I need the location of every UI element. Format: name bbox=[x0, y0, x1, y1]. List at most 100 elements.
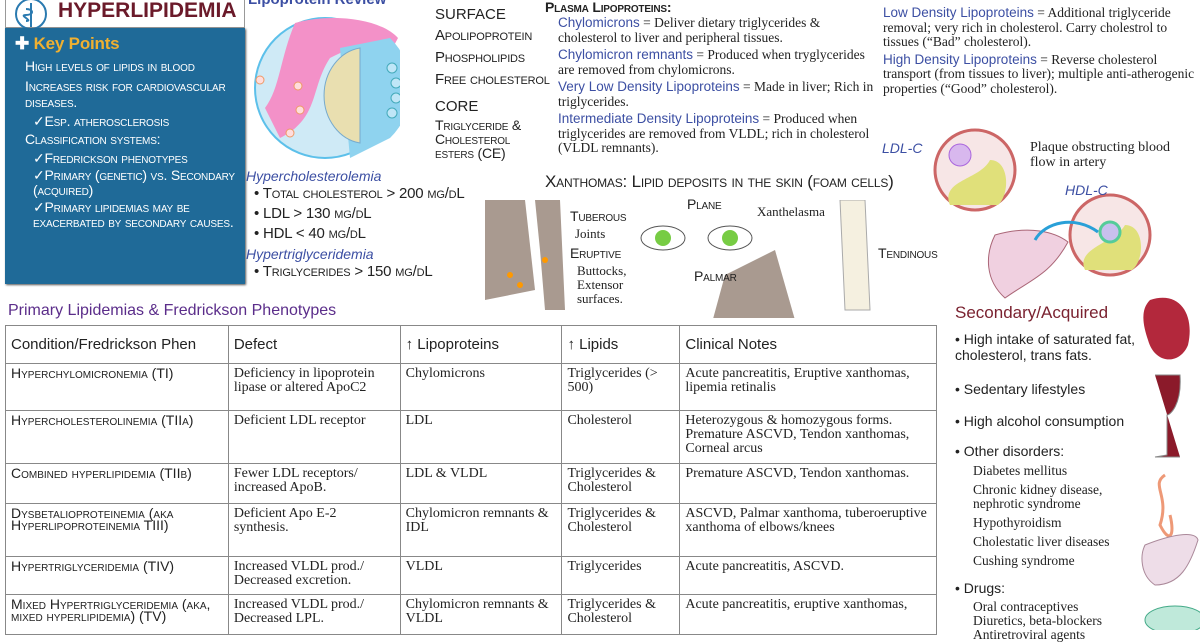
xanthomas-title: Xanthomas: Lipid deposits in the skin (f… bbox=[545, 172, 894, 191]
defect-cell: Deficient LDL receptor bbox=[227, 410, 401, 464]
lipids-cell: Cholesterol bbox=[561, 410, 681, 464]
drug: Antiretroviral agents bbox=[973, 627, 1086, 642]
wine-glass-icon bbox=[1154, 374, 1181, 458]
lipoproteins-cell: LDL & VLDL bbox=[399, 463, 563, 504]
criteria-item: • Triglycerides > 150 mg/dL bbox=[254, 263, 433, 280]
clinical-notes-cell: Acute pancreatitis, ASCVD. bbox=[679, 556, 937, 595]
hyperchol-title: Hypercholesterolemia bbox=[246, 168, 382, 184]
xanthoma-illustrations bbox=[485, 200, 871, 318]
table-row: Hypertriglyceridemia (TIV)Increased VLDL… bbox=[5, 556, 937, 595]
lipoproteins-cell: Chylomicrons bbox=[399, 363, 563, 411]
fredrickson-table: Condition/Fredrickson Phen Defect ↑ Lipo… bbox=[5, 325, 937, 635]
artery-illustration bbox=[933, 128, 1152, 299]
plasma-item: Chylomicrons = Deliver dietary triglycer… bbox=[558, 15, 821, 45]
label-surface: SURFACE bbox=[435, 6, 506, 23]
plasma-item: High Density Lipoproteins = Reverse chol… bbox=[883, 51, 1195, 96]
clinical-notes-cell: Heterozygous & homozygous forms. Prematu… bbox=[679, 410, 937, 464]
plasma-item: Chylomicron remnants = Produced when try… bbox=[558, 47, 865, 77]
ldl-c-label: LDL-C bbox=[882, 140, 923, 156]
secondary-causes: Secondary/Acquired • High intake of satu… bbox=[955, 303, 1200, 642]
drug: Oral contraceptives bbox=[973, 599, 1079, 614]
lipoproteins-cell: LDL bbox=[399, 410, 563, 464]
secondary-icons bbox=[1141, 297, 1200, 630]
table-row: Mixed Hypertriglyceridemia (aka, mixed h… bbox=[5, 594, 937, 635]
key-subpoint: ✓Fredrickson phenotypes bbox=[33, 150, 188, 166]
tendinous-label: Tendinous bbox=[878, 245, 938, 261]
other-disorder: Chronic kidney disease, nephrotic syndro… bbox=[973, 482, 1103, 511]
clinical-notes-cell: Acute pancreatitis, eruptive xanthomas, bbox=[679, 594, 937, 635]
condition-cell: Hypercholesterolinemia (TIIa) bbox=[5, 410, 229, 464]
key-point: High levels of lipids in blood bbox=[25, 58, 195, 74]
secondary-title: Secondary/Acquired bbox=[955, 303, 1109, 322]
lipoproteins-cell: Chylomicron remnants & VLDL bbox=[399, 594, 563, 635]
table-row: Dysbetalioproteinemia (aka Hyperlipoprot… bbox=[5, 503, 937, 557]
secondary-item: • Sedentary lifestyles bbox=[955, 381, 1086, 397]
lipoprotein-diagram bbox=[254, 17, 400, 159]
secondary-item: • High alcohol consumption bbox=[955, 413, 1125, 429]
secondary-item: • Drugs: bbox=[955, 580, 1006, 596]
other-disorder: Diabetes mellitus bbox=[973, 463, 1068, 478]
key-point: Increases risk for cardiovascular diseas… bbox=[25, 78, 226, 110]
eruptive-label: Eruptive bbox=[570, 245, 622, 261]
table-row: Combined hyperlipidemia (TIIb)Fewer LDL … bbox=[5, 463, 937, 504]
defect-cell: Increased VLDL prod./ Decreased LPL. bbox=[227, 594, 401, 635]
condition-cell: Hypertriglyceridemia (TIV) bbox=[5, 556, 229, 595]
tuberous-location: Joints bbox=[575, 226, 606, 241]
condition-cell: Hyperchylomicronemia (TI) bbox=[5, 363, 229, 411]
defect-cell: Increased VLDL prod./ Decreased excretio… bbox=[227, 556, 401, 595]
table-title: Primary Lipidemias & Fredrickson Phenoty… bbox=[8, 302, 337, 319]
condition-cell: Mixed Hypertriglyceridemia (aka, mixed h… bbox=[5, 594, 229, 635]
lipoproteins-cell: Chylomicron remnants & IDL bbox=[399, 503, 563, 557]
plasma-title: Plasma Lipoproteins: bbox=[545, 0, 672, 15]
plasma-item: Intermediate Density Lipoproteins = Prod… bbox=[558, 111, 870, 155]
table-row: Hypercholesterolinemia (TIIa)Deficient L… bbox=[5, 410, 937, 464]
label-core-desc: Triglyceride & Cholesterol esters (CE) bbox=[435, 117, 522, 161]
liver-icon bbox=[1141, 534, 1199, 586]
other-disorder: Hypothyroidism bbox=[973, 515, 1062, 530]
plaque-label: Plaque obstructing blood flow in artery bbox=[1030, 140, 1170, 170]
key-points-title: ✚ Key Points bbox=[15, 34, 120, 53]
diagnostic-criteria: Hypercholesterolemia • Total cholesterol… bbox=[246, 168, 506, 282]
title-banner: HYPERLIPIDEMIA bbox=[5, 0, 245, 30]
key-points-panel: ✚ Key Points High levels of lipids in bl… bbox=[5, 28, 245, 284]
clinical-notes-cell: ASCVD, Palmar xanthoma, tuberoeruptive x… bbox=[679, 503, 937, 557]
caduceus-icon bbox=[15, 0, 47, 30]
plasma-item: Very Low Density Lipoproteins = Made in … bbox=[558, 79, 874, 109]
label-apolipoprotein: Apolipoprotein bbox=[435, 27, 533, 44]
column-header: ↑ Lipoproteins bbox=[399, 325, 563, 364]
lipids-cell: Triglycerides & Cholesterol bbox=[561, 503, 681, 557]
column-header: Condition/Fredrickson Phen bbox=[5, 325, 229, 364]
lipids-cell: Triglycerides bbox=[561, 556, 681, 595]
secondary-item: • Other disorders: bbox=[955, 443, 1065, 459]
plane-label: Plane bbox=[687, 196, 722, 212]
key-subpoint: ✓Esp. atherosclerosis bbox=[33, 113, 170, 129]
defect-cell: Fewer LDL receptors/ increased ApoB. bbox=[227, 463, 401, 504]
lipids-cell: Triglycerides (> 500) bbox=[561, 363, 681, 411]
defect-cell: Deficient Apo E-2 synthesis. bbox=[227, 503, 401, 557]
xanthelasma-label: Xanthelasma bbox=[757, 204, 825, 219]
criteria-item: • Total cholesterol > 200 mg/dL bbox=[254, 185, 465, 202]
tuberous-label: Tuberous bbox=[570, 208, 627, 224]
other-disorder: Cushing syndrome bbox=[973, 553, 1075, 568]
other-disorder: Cholestatic liver diseases bbox=[973, 534, 1110, 549]
kidney-nephron-icon bbox=[1157, 473, 1174, 538]
hypertg-title: Hypertriglyceridemia bbox=[246, 246, 374, 262]
column-header: ↑ Lipids bbox=[561, 325, 681, 364]
lipoprotein-review-title: Lipoprotein Review bbox=[248, 0, 386, 8]
table-header-row: Condition/Fredrickson Phen Defect ↑ Lipo… bbox=[5, 325, 937, 364]
label-free-cholesterol: Free cholesterol bbox=[435, 71, 550, 88]
plus-icon: ✚ bbox=[15, 34, 30, 53]
key-subpoint: ✓Primary (genetic) vs. Secondary (acquir… bbox=[33, 167, 235, 198]
criteria-item: • LDL > 130 mg/dL bbox=[254, 205, 372, 222]
label-phospholipids: Phospholipids bbox=[435, 49, 525, 66]
lipids-cell: Triglycerides & Cholesterol bbox=[561, 594, 681, 635]
condition-cell: Dysbetalioproteinemia (aka Hyperlipoprot… bbox=[5, 503, 229, 557]
key-subpoint: ✓Primary lipidemias may be exacerbated b… bbox=[33, 199, 234, 230]
secondary-item: • High intake of saturated fat, choleste… bbox=[955, 331, 1136, 363]
clinical-notes-cell: Premature ASCVD, Tendon xanthomas. bbox=[679, 463, 937, 504]
clinical-notes-cell: Acute pancreatitis, Eruptive xanthomas, … bbox=[679, 363, 937, 411]
criteria-item: • HDL < 40 mg/dL bbox=[254, 225, 366, 242]
lipoproteins-cell: VLDL bbox=[399, 556, 563, 595]
lipids-cell: Triglycerides & Cholesterol bbox=[561, 463, 681, 504]
plasma-item: Low Density Lipoproteins = Additional tr… bbox=[883, 5, 1171, 49]
